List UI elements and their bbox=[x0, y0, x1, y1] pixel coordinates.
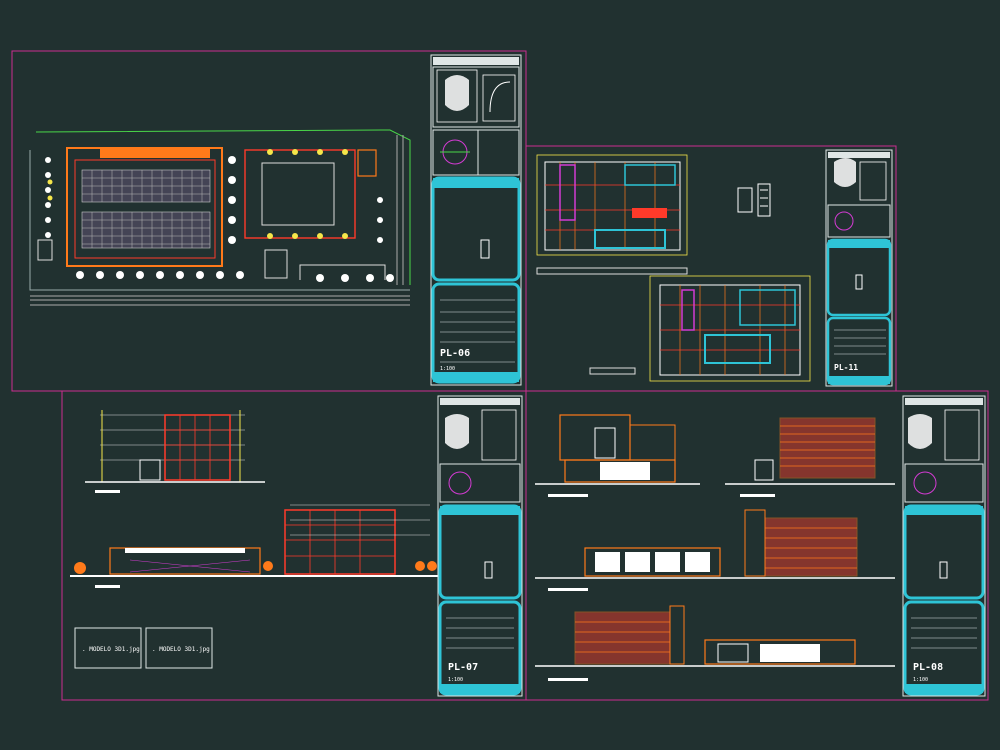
elevation-front-2 bbox=[535, 509, 895, 591]
floor-plan-detail bbox=[737, 183, 771, 217]
floor-plan-lower bbox=[589, 275, 811, 382]
sheet-scale: 1:100 bbox=[440, 366, 455, 372]
sheet-elevations-b: PL-08 1:100 bbox=[525, 390, 989, 701]
elevation-side-2 bbox=[535, 414, 700, 497]
sheet-number: PL-07 bbox=[448, 662, 478, 673]
sheet-site-plan: PL-06 1:100 bbox=[11, 50, 527, 392]
image-placeholder-label: . MODELO 3D1.jpg bbox=[152, 646, 210, 653]
floor-plan-upper bbox=[536, 154, 688, 275]
elevation-side-1 bbox=[85, 410, 265, 493]
sheet-elevations-a: . MODELO 3D1.jpg . MODELO 3D1.jpg PL-07 … bbox=[61, 390, 527, 701]
sheet-number: PL-06 bbox=[440, 348, 470, 359]
sheet-number: PL-11 bbox=[834, 363, 858, 372]
elevation-side-3 bbox=[725, 417, 895, 497]
sheet-floor-plans: PL-11 bbox=[525, 145, 897, 392]
titleblock-pl07: PL-07 1:100 bbox=[437, 395, 523, 697]
sheet-number: PL-08 bbox=[913, 662, 943, 673]
site-plan-drawing bbox=[29, 129, 411, 306]
model-image-placeholders: . MODELO 3D1.jpg . MODELO 3D1.jpg bbox=[74, 627, 213, 669]
sheet-scale: 1:100 bbox=[448, 677, 463, 683]
sheet-scale: 1:100 bbox=[913, 677, 928, 683]
elevation-front-1 bbox=[70, 504, 440, 588]
titleblock-pl08: PL-08 1:100 bbox=[902, 395, 986, 697]
titleblock-pl06: PL-06 1:100 bbox=[430, 54, 522, 386]
image-placeholder-label: . MODELO 3D1.jpg bbox=[82, 646, 140, 653]
titleblock-pl11: PL-11 bbox=[825, 149, 893, 387]
elevation-rear bbox=[535, 605, 895, 681]
